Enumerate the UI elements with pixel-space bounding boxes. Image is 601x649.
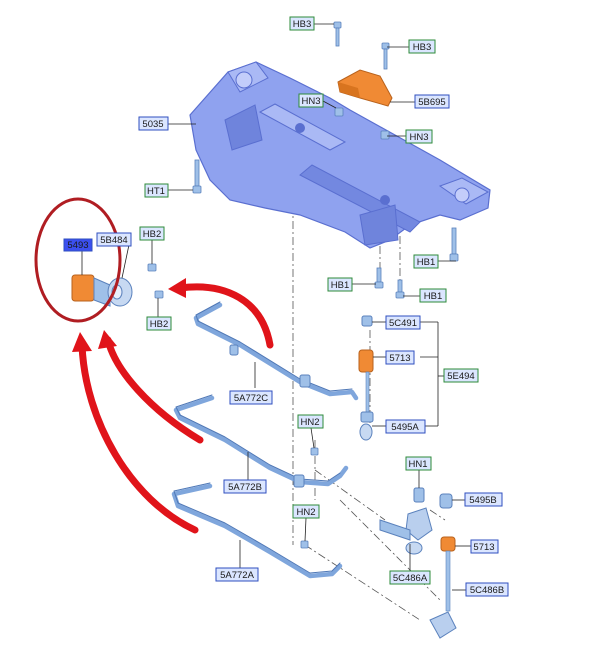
end-link-5495a <box>358 315 374 441</box>
callout-5495a[interactable]: 5495A <box>385 419 426 434</box>
link-5c486b <box>429 493 457 639</box>
callout-hb3-right[interactable]: HB3 <box>408 39 436 54</box>
svg-text:HB3: HB3 <box>293 19 311 30</box>
stabilizer-bar-edges <box>173 301 353 574</box>
callout-hb2-bottom[interactable]: HB2 <box>146 316 172 331</box>
svg-text:5713: 5713 <box>389 353 410 364</box>
svg-text:5B695: 5B695 <box>418 97 445 108</box>
callout-5495b[interactable]: 5495B <box>464 492 503 507</box>
callout-5a772a[interactable]: 5A772A <box>215 567 259 582</box>
callout-hn3-right[interactable]: HN3 <box>405 129 433 144</box>
callout-hb2-top[interactable]: HB2 <box>139 226 165 241</box>
svg-text:5E494: 5E494 <box>447 371 474 382</box>
stabilizer-bars <box>171 302 359 579</box>
callout-5a772c[interactable]: 5A772C <box>229 390 273 405</box>
svg-text:HB1: HB1 <box>417 257 435 268</box>
svg-text:5495B: 5495B <box>469 495 496 506</box>
callout-5713-top[interactable]: 5713 <box>385 350 415 365</box>
svg-text:5C486B: 5C486B <box>470 585 504 596</box>
callout-5b695[interactable]: 5B695 <box>414 94 450 109</box>
bracket-5b695 <box>337 69 393 107</box>
svg-text:5495A: 5495A <box>391 422 419 433</box>
callout-hn2-top[interactable]: HN2 <box>297 414 324 429</box>
svg-text:HN2: HN2 <box>296 507 315 518</box>
svg-text:HT1: HT1 <box>147 186 165 197</box>
callout-5c486b[interactable]: 5C486B <box>465 582 509 597</box>
callout-5a772b[interactable]: 5A772B <box>223 479 267 494</box>
callout-5c491[interactable]: 5C491 <box>385 315 421 330</box>
callout-hb1-mid[interactable]: HB1 <box>413 254 439 269</box>
svg-text:HB2: HB2 <box>150 319 168 330</box>
callout-5035[interactable]: 5035 <box>138 116 169 131</box>
rear-subframe <box>189 61 491 249</box>
svg-text:5C491: 5C491 <box>389 318 417 329</box>
leader-lines <box>121 23 471 591</box>
callout-ht1[interactable]: HT1 <box>144 183 169 198</box>
svg-text:HB1: HB1 <box>424 291 442 302</box>
callout-5713-bottom[interactable]: 5713 <box>470 539 499 554</box>
highlight-circle <box>34 197 122 323</box>
svg-text:5035: 5035 <box>142 119 163 130</box>
callout-hb1-left[interactable]: HB1 <box>327 277 353 292</box>
callout-5c486a[interactable]: 5C486A <box>389 570 431 585</box>
bushing-5493 <box>71 250 133 307</box>
svg-text:5493: 5493 <box>67 240 88 251</box>
callout-5493[interactable]: 5493 <box>63 238 93 252</box>
red-arrowheads <box>72 278 186 352</box>
svg-text:5A772C: 5A772C <box>234 393 268 404</box>
callout-hn3-left[interactable]: HN3 <box>298 93 324 108</box>
svg-text:HN2: HN2 <box>300 417 319 428</box>
svg-text:HB1: HB1 <box>331 280 349 291</box>
svg-text:HN3: HN3 <box>409 132 428 143</box>
bar-brackets <box>229 344 311 488</box>
link-5c486a <box>379 487 433 555</box>
callout-hb3-top[interactable]: HB3 <box>289 16 315 31</box>
bolts <box>147 21 459 549</box>
svg-text:5A772A: 5A772A <box>220 570 254 581</box>
svg-text:5B484: 5B484 <box>100 235 127 246</box>
callout-hb1-right[interactable]: HB1 <box>419 288 447 303</box>
red-arrows <box>78 283 274 534</box>
svg-text:HN3: HN3 <box>301 96 320 107</box>
callout-hn2-bottom[interactable]: HN2 <box>292 504 320 519</box>
svg-text:5A772B: 5A772B <box>228 482 262 493</box>
svg-text:5C486A: 5C486A <box>393 573 428 584</box>
svg-text:5713: 5713 <box>473 542 494 553</box>
callout-5e494[interactable]: 5E494 <box>443 368 479 383</box>
callout-5b484[interactable]: 5B484 <box>96 232 132 247</box>
svg-text:HB3: HB3 <box>413 42 431 53</box>
callout-hn1[interactable]: HN1 <box>405 456 432 471</box>
svg-text:HB2: HB2 <box>143 229 161 240</box>
svg-text:HN1: HN1 <box>408 459 427 470</box>
